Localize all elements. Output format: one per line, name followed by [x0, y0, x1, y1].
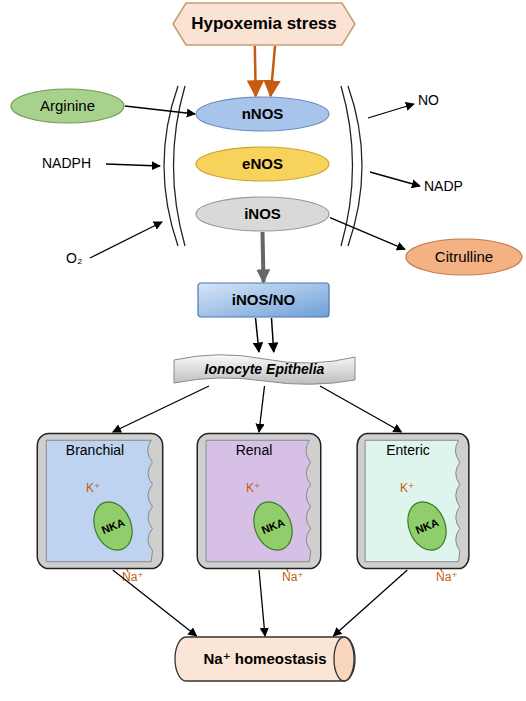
- output-arrow: [370, 172, 420, 186]
- node-text: NKA: [100, 516, 127, 537]
- node-text: iNOS/NO: [232, 291, 295, 308]
- product-label: NO: [418, 92, 439, 108]
- input-arrow: [106, 164, 160, 166]
- epithelia-band: Ionocyte Epithelia: [172, 352, 357, 386]
- organ-box: BranchialNKA: [36, 432, 164, 570]
- organ-box: RenalNKA: [196, 432, 322, 570]
- outcome-cylinder: Na⁺ homeostasis: [175, 636, 355, 682]
- ion-label: Na⁺: [282, 570, 304, 584]
- node-text: nNOS: [242, 105, 284, 122]
- node-text: Enteric: [386, 442, 430, 458]
- flow-arrow: [271, 318, 273, 352]
- flow-arrow: [254, 46, 257, 96]
- product-ellipse: Citrulline: [405, 238, 523, 276]
- cofactor-label: NADPH: [42, 155, 91, 171]
- node-text: Hypoxemia stress: [191, 14, 337, 34]
- ion-label: K⁺: [246, 481, 260, 495]
- flow-arrow: [330, 218, 405, 250]
- flow-arrow: [256, 318, 259, 352]
- node-text: Ionocyte Epithelia: [205, 361, 325, 377]
- flow-arrow: [271, 46, 275, 96]
- flow-arrow: [113, 570, 197, 636]
- node-text: Renal: [236, 442, 273, 458]
- node-text: NKA: [260, 516, 287, 537]
- flow-arrow: [320, 386, 402, 432]
- node-text: iNOS: [244, 205, 281, 222]
- node-text: Citrulline: [435, 248, 493, 265]
- flow-arrow: [125, 106, 195, 114]
- left-bracket: [174, 86, 186, 246]
- right-bracket: [341, 86, 353, 246]
- node-text: Arginine: [40, 97, 95, 114]
- input-arrow: [90, 222, 162, 258]
- node-text: Branchial: [66, 442, 124, 458]
- ion-label: Na⁺: [122, 570, 144, 584]
- product-label: NADP: [424, 178, 463, 194]
- flow-arrow: [113, 386, 209, 432]
- node-text: eNOS: [242, 155, 283, 172]
- node-text: NKA: [414, 516, 441, 537]
- flow-arrow: [263, 232, 264, 282]
- enzyme-ellipse: eNOS: [195, 146, 330, 182]
- stress-banner: Hypoxemia stress: [172, 2, 356, 46]
- enzyme-ellipse: iNOS: [195, 196, 330, 232]
- enzyme-ellipse: nNOS: [195, 96, 330, 132]
- right-bracket: [348, 86, 362, 246]
- ion-label: Na⁺: [436, 570, 458, 584]
- flow-arrow: [333, 570, 407, 636]
- flow-arrow: [259, 570, 265, 636]
- output-arrow: [368, 104, 414, 118]
- ion-label: K⁺: [400, 481, 414, 495]
- node-text: Na⁺ homeostasis: [204, 650, 327, 667]
- ion-label: K⁺: [86, 481, 100, 495]
- organ-box: EntericNKA: [356, 432, 470, 570]
- pathway-box: iNOS/NO: [197, 282, 330, 318]
- substrate-ellipse: Arginine: [10, 88, 125, 124]
- flow-arrow: [259, 386, 265, 432]
- cofactor-label: O₂: [66, 250, 82, 266]
- left-bracket: [164, 86, 178, 246]
